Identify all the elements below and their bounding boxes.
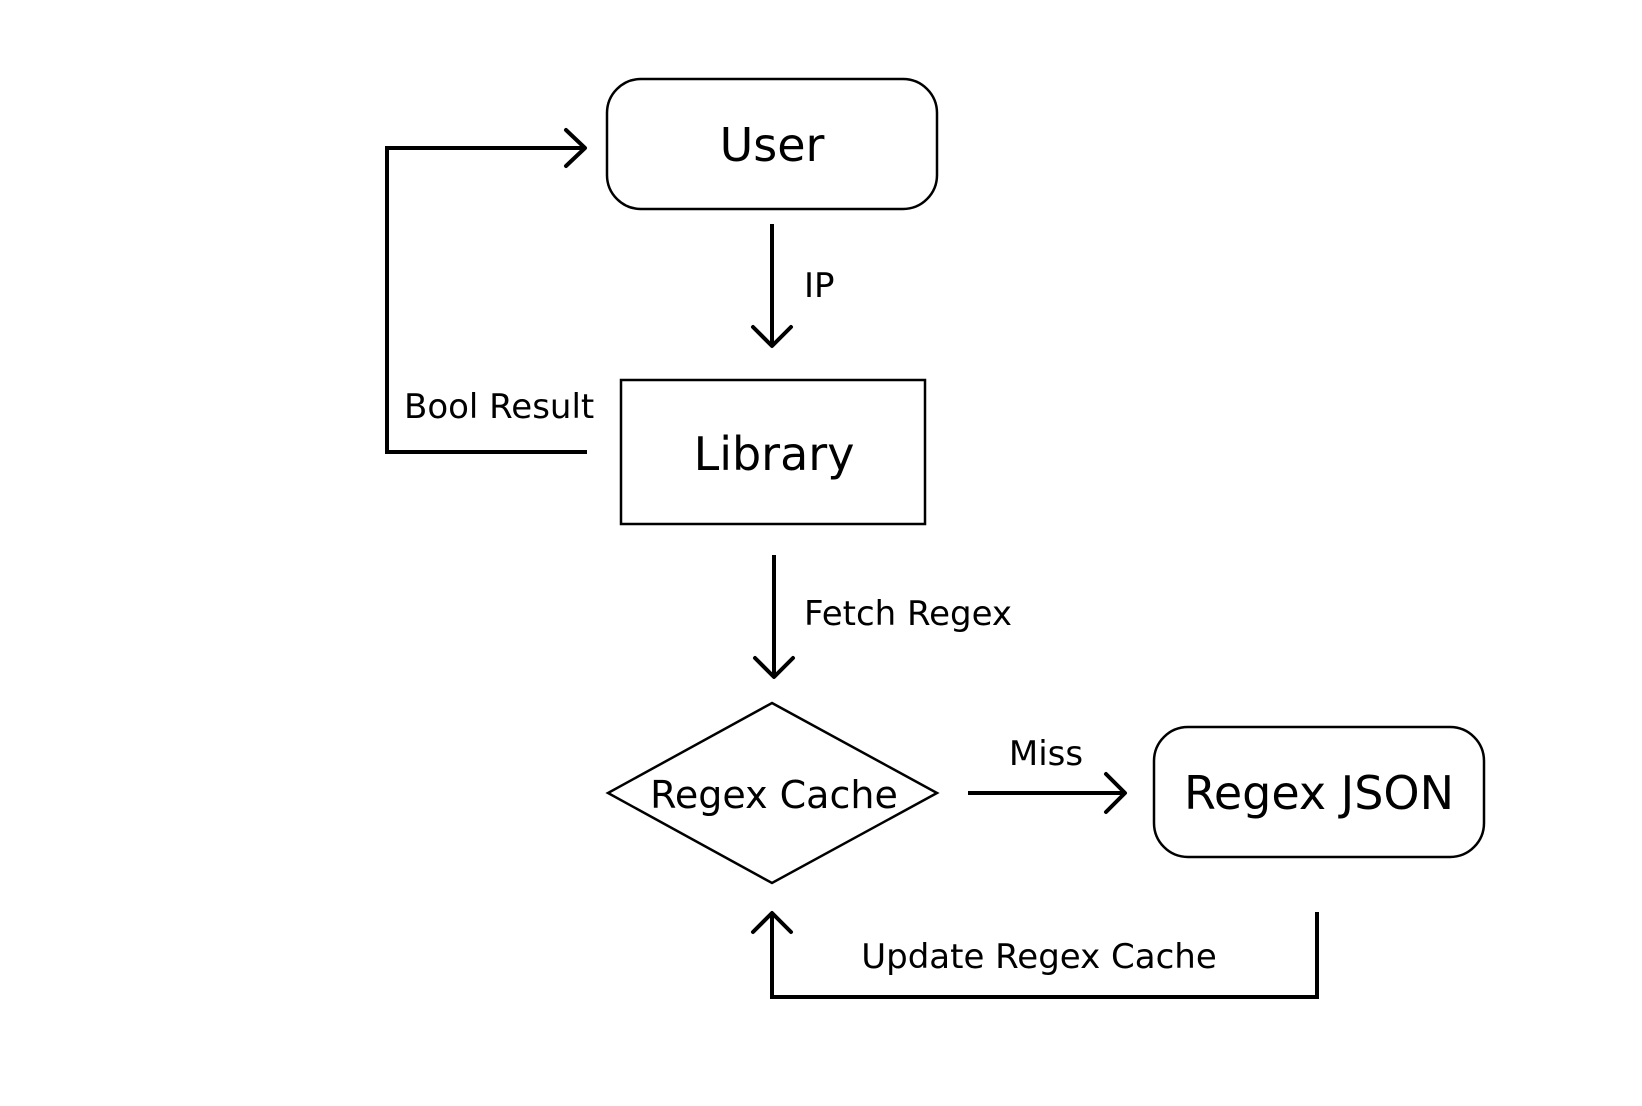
edge-update-regex-cache: Update Regex Cache: [751, 911, 1319, 999]
edge-ip: IP: [751, 224, 835, 348]
node-library: Library: [619, 378, 927, 526]
regex-cache-label: Regex Cache: [650, 773, 898, 817]
update-regex-cache-label: Update Regex Cache: [861, 937, 1217, 977]
library-box: [619, 378, 927, 526]
bool-result-label: Bool Result: [404, 387, 594, 427]
node-user: User: [605, 77, 939, 211]
fetch-regex-label: Fetch Regex: [804, 594, 1012, 634]
edge-miss: Miss: [968, 734, 1127, 814]
bool-result-arrow-line: [385, 146, 587, 454]
edge-fetch-regex: Fetch Regex: [753, 555, 1012, 679]
miss-arrowhead: [1104, 772, 1127, 814]
node-regex-json: Regex JSON: [1152, 725, 1486, 859]
ip-arrowhead: [751, 325, 793, 348]
node-regex-cache: Regex Cache: [605, 701, 940, 885]
update-regex-cache-arrow-line: [770, 912, 1319, 999]
regex-json-label: Regex JSON: [1184, 766, 1454, 820]
regex-cache-diamond: [605, 701, 940, 885]
user-label: User: [720, 118, 825, 172]
update-regex-cache-arrowhead: [751, 911, 793, 934]
regex-json-box: [1152, 725, 1486, 859]
library-label: Library: [694, 427, 855, 481]
user-box: [605, 77, 939, 211]
bool-result-arrowhead: [564, 128, 587, 168]
edge-bool-result: Bool Result: [385, 128, 594, 454]
ip-label: IP: [804, 266, 835, 306]
miss-label: Miss: [1009, 734, 1083, 774]
fetch-regex-arrowhead: [753, 656, 795, 679]
